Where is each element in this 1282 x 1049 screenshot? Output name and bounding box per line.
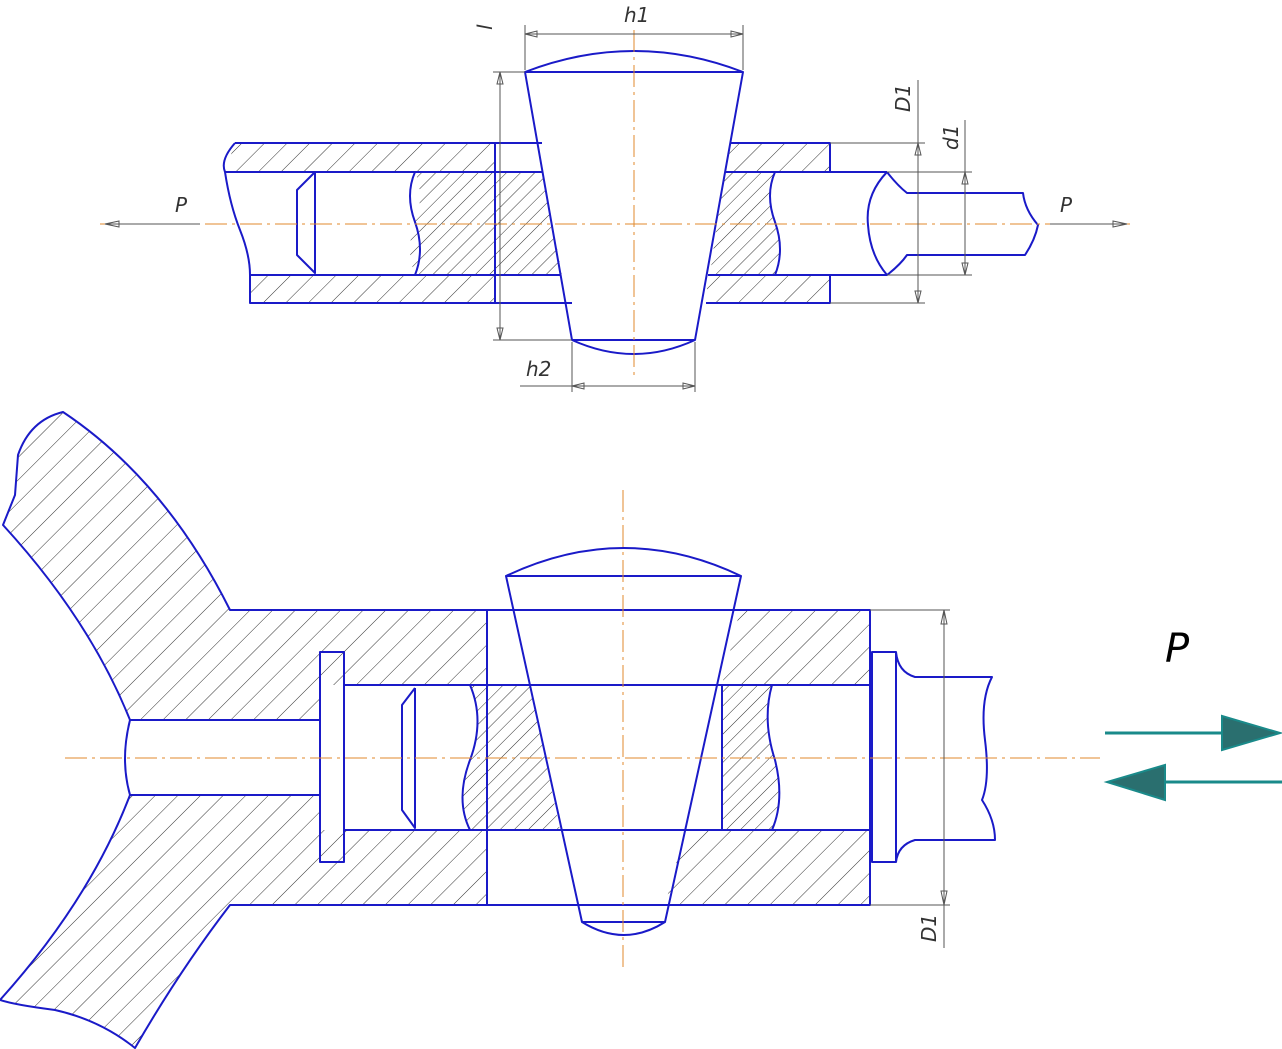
label-P-big: P <box>1165 626 1190 672</box>
bottom-shaft-collar <box>871 651 897 863</box>
top-outer-tube-lower-hatch <box>250 275 495 303</box>
top-break-left <box>409 171 421 276</box>
bottom-flange-plate <box>319 651 345 863</box>
bottom-break-left <box>461 684 479 831</box>
top-dimensions <box>104 25 1128 392</box>
label-D1-bottom: D1 <box>917 914 941 942</box>
bottom-cotter-cap <box>505 547 742 577</box>
label-h1: h1 <box>624 3 649 27</box>
top-right-shaft <box>866 171 1039 276</box>
bottom-D1-dimension <box>870 609 950 948</box>
bottom-view: D1 P <box>0 411 1282 1049</box>
label-l: l <box>473 24 497 30</box>
bottom-right-sleeve-lower-hatch <box>665 830 870 905</box>
bottom-right-shaft <box>895 651 996 863</box>
force-arrow-left <box>1103 763 1282 802</box>
label-P-right: P <box>1060 193 1073 217</box>
bottom-body-hatch <box>3 412 487 720</box>
top-right-sleeve-upper-hatch <box>726 143 830 172</box>
force-arrow-right <box>1105 714 1282 752</box>
bottom-body-lower-hatch <box>0 795 487 1048</box>
label-D1-top: D1 <box>891 84 915 112</box>
bottom-bore <box>130 610 870 905</box>
bottom-right-sleeve-upper-hatch <box>722 610 870 685</box>
top-outer-tube-upper-hatch <box>225 143 495 172</box>
bottom-inner-rod-end <box>401 687 416 829</box>
top-view: h1 h2 l D1 d1 P P <box>100 3 1130 392</box>
label-h2: h2 <box>526 357 551 381</box>
label-P-left: P <box>175 193 188 217</box>
bottom-break-right <box>766 684 781 831</box>
top-inner-rod-end <box>296 171 316 274</box>
top-outer-tube <box>222 142 572 304</box>
bottom-cotter-bottom <box>581 921 666 936</box>
top-right-sleeve-lower-hatch <box>706 275 830 303</box>
top-break-right <box>769 171 781 276</box>
label-d1: d1 <box>939 125 963 150</box>
